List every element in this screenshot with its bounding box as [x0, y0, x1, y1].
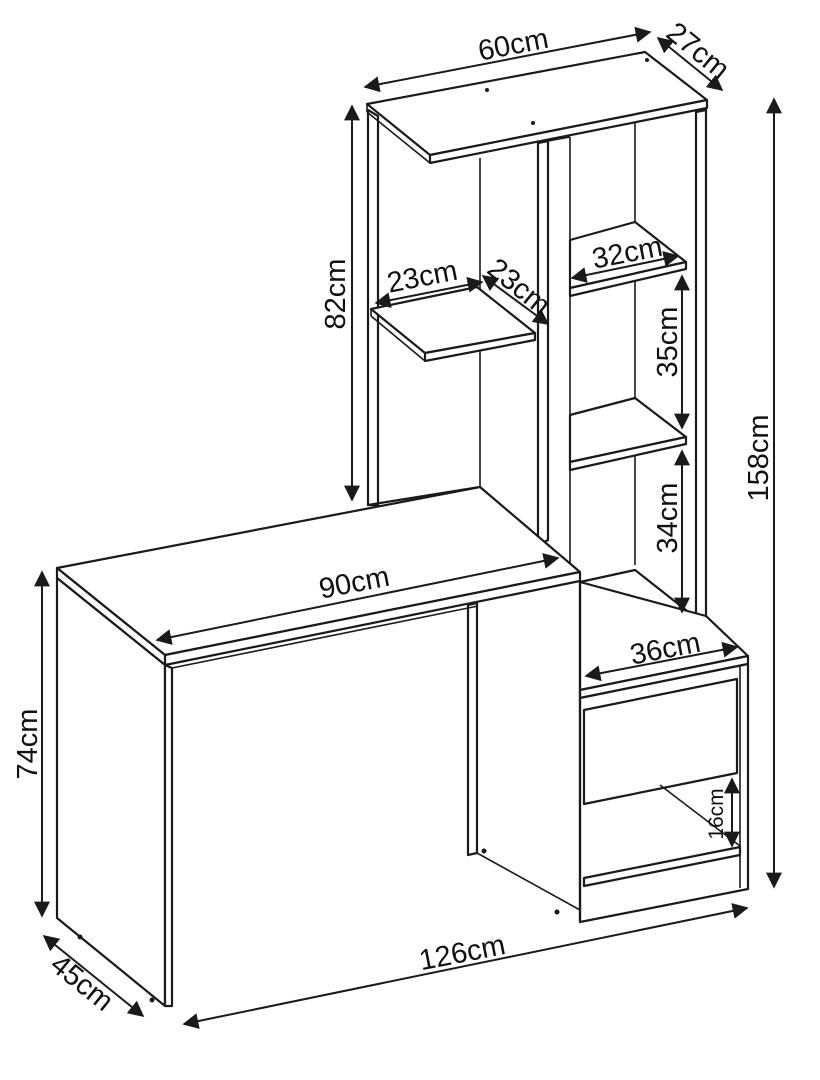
label-desk-height: 74cm: [12, 709, 44, 780]
dim-line-desk-depth: [42, 934, 145, 1018]
label-shelf-gap-upper: 35cm: [652, 307, 684, 378]
screw-dot-2: [645, 58, 649, 62]
right-shelf-middle-front: [568, 435, 688, 472]
leveling-foot-3: [77, 934, 83, 940]
label-total-height: 158cm: [743, 414, 775, 501]
top-left-underside: [366, 111, 431, 164]
desk-left-leg-front: [163, 663, 174, 1008]
label-total-width: 126cm: [417, 929, 509, 977]
tower-bottom-back-edge: [578, 568, 637, 584]
label-top-width: 60cm: [475, 23, 551, 68]
tower-top-board-front: [428, 98, 709, 165]
divider-top-edge: [547, 136, 571, 142]
dim-line-top-depth: [656, 36, 724, 92]
label-upper-height: 82cm: [320, 259, 352, 330]
cabinet-bottom-shelf: [582, 845, 742, 888]
drawer-front: [582, 677, 739, 806]
dim-line-desk-width: [155, 553, 560, 645]
desk-inner-leg-base: [476, 852, 581, 911]
dim-line-right-shelf-width: [570, 251, 680, 283]
leveling-foot-2: [554, 909, 560, 915]
screw-dot-3: [531, 121, 535, 125]
tower-right-panel: [694, 108, 708, 622]
small-shelf-front: [423, 331, 537, 363]
tower-center-divider: [536, 139, 550, 547]
small-shelf-underside: [370, 315, 426, 362]
dim-line-small-shelf-depth: [481, 275, 550, 325]
dim-line-cabinet-width: [584, 641, 739, 682]
desk-inner-leg: [466, 601, 479, 857]
dimension-lines: [34, 26, 782, 1029]
dim-line-total-width: [182, 903, 749, 1029]
dim-line-small-shelf-width: [374, 276, 484, 309]
dim-line-top-width: [363, 26, 652, 93]
screw-dot-1: [485, 88, 489, 92]
label-shelf-gap-lower: 34cm: [652, 483, 684, 554]
leveling-foot-1: [481, 848, 487, 854]
furniture: [55, 50, 750, 1008]
label-drawer-gap: 16cm: [705, 788, 728, 839]
leveling-foot-4: [149, 997, 155, 1003]
